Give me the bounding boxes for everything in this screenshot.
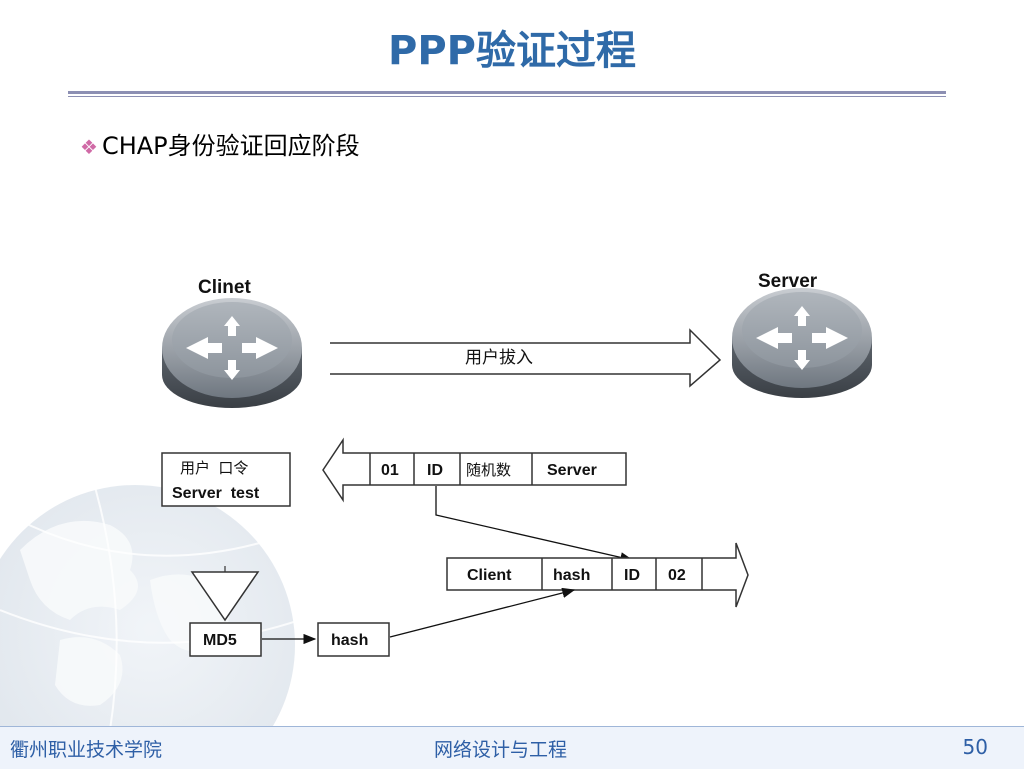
credentials-values: Server test	[172, 485, 260, 502]
bullet-text: CHAP身份验证回应阶段	[101, 132, 360, 160]
response-hash: hash	[553, 567, 590, 584]
chap-diagram: Clinet Server 用户拔入 用户 口令 Server test 01 …	[161, 271, 872, 657]
funnel-icon	[190, 571, 260, 622]
server-label: Server	[758, 271, 818, 292]
response-arrow	[446, 542, 749, 608]
client-label: Clinet	[198, 277, 251, 298]
challenge-name: Server	[547, 462, 597, 479]
credentials-box	[161, 452, 291, 507]
page-number: 50	[962, 735, 988, 759]
challenge-id: ID	[427, 462, 443, 479]
dial-in-arrow	[330, 328, 722, 388]
client-router-icon	[162, 298, 302, 408]
md5-box	[189, 622, 262, 657]
slide-footer: 衢州职业技术学院 网络设计与工程 50	[0, 726, 1024, 769]
title-divider	[68, 91, 946, 94]
challenge-random: 随机数	[466, 462, 511, 479]
footer-school: 衢州职业技术学院	[10, 739, 163, 761]
response-name: Client	[467, 567, 512, 584]
title-divider-thin	[68, 96, 946, 97]
credentials-header: 用户 口令	[180, 460, 248, 477]
challenge-arrow	[322, 437, 627, 503]
bullet-point: ❖CHAP身份验证回应阶段	[80, 126, 360, 161]
diamond-bullet-icon: ❖	[80, 135, 98, 159]
md5-label: MD5	[203, 632, 237, 649]
challenge-code: 01	[381, 462, 399, 479]
hash-label: hash	[331, 632, 368, 649]
globe-watermark-icon	[0, 470, 300, 730]
dial-in-label: 用户拔入	[465, 348, 533, 367]
response-id: ID	[624, 567, 640, 584]
server-router-icon	[732, 288, 872, 398]
slide-title: PPP验证过程	[388, 28, 636, 74]
hash-box	[317, 622, 390, 657]
response-code: 02	[668, 567, 686, 584]
footer-course: 网络设计与工程	[434, 739, 568, 761]
